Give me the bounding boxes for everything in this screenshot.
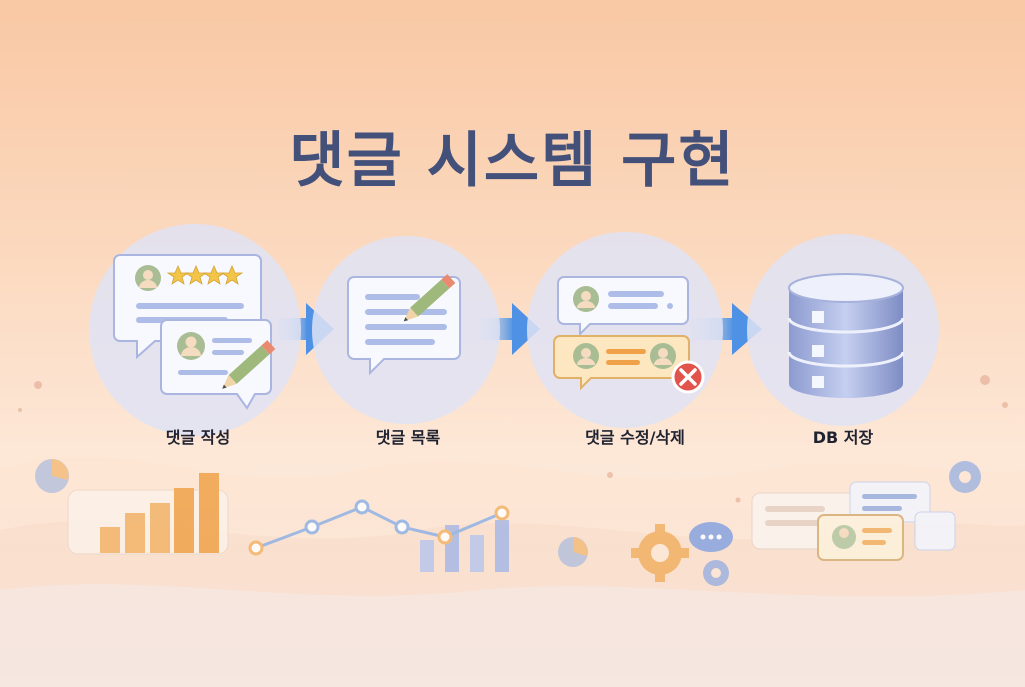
comment-write-icon <box>89 224 301 436</box>
pie-chart-decoration-icon <box>35 459 69 493</box>
database-icon <box>747 234 939 426</box>
comment-list-icon <box>312 236 500 424</box>
comment-edit-delete-icon <box>527 232 723 428</box>
step-label-db: DB 저장 <box>812 428 874 447</box>
bar-chart-decoration-icon <box>67 473 229 555</box>
line-chart-decoration-icon <box>248 499 510 572</box>
page-title: 댓글 시스템 구현 <box>289 126 736 196</box>
pie-chart-decoration-icon-2 <box>558 537 588 567</box>
gear-icon-small <box>703 560 729 586</box>
step-label-edit-delete: 댓글 수정/삭제 <box>585 428 685 447</box>
step-label-write: 댓글 작성 <box>165 428 231 447</box>
step-label-list: 댓글 목록 <box>375 428 441 447</box>
gear-icon-right <box>949 461 981 493</box>
chat-cards-decoration-icon <box>751 481 956 561</box>
chat-bubble-decoration-icon <box>689 522 733 552</box>
sparkle-decoration <box>18 375 1008 503</box>
gear-icon <box>631 524 689 582</box>
